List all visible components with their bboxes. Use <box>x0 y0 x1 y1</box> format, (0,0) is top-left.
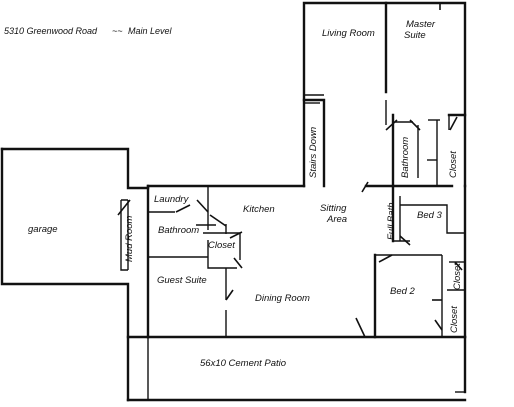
bathroom-label: Bathroom <box>158 225 199 236</box>
patio-label: 56x10 Cement Patio <box>200 358 286 369</box>
full-bath-label: Full Bath <box>386 203 397 241</box>
stairs-down-label: Stairs Down <box>308 127 319 178</box>
master-suite-label-line2: Suite <box>404 30 426 41</box>
guest-suite-label: Guest Suite <box>157 275 207 286</box>
title-separator: ~~ <box>112 26 123 36</box>
sitting-area-label-line2: Area <box>326 214 347 225</box>
level-label: Main Level <box>128 26 173 36</box>
master-closet-label: Closet <box>448 151 459 178</box>
address-label: 5310 Greenwood Road <box>4 26 98 36</box>
mud-room-label: Mud Room <box>124 215 135 262</box>
bed2-closet-label: Closet <box>449 306 460 333</box>
exterior-walls <box>0 1 467 402</box>
kitchen-label: Kitchen <box>243 204 275 215</box>
closet-label: Closet <box>208 240 235 251</box>
door-swings <box>117 3 463 338</box>
living-room-label: Living Room <box>322 28 375 39</box>
sitting-area-label-line1: Sitting <box>320 203 347 214</box>
laundry-label: Laundry <box>154 194 190 205</box>
bed2-label: Bed 2 <box>390 286 416 297</box>
dining-room-label: Dining Room <box>255 293 310 304</box>
interior-walls <box>120 1 467 339</box>
master-suite-label-line1: Master <box>406 19 436 30</box>
bed3-closet-label: Closet <box>452 263 463 290</box>
master-bathroom-label: Bathroom <box>400 137 411 178</box>
bed3-label: Bed 3 <box>417 210 443 221</box>
garage-label: garage <box>28 224 58 235</box>
